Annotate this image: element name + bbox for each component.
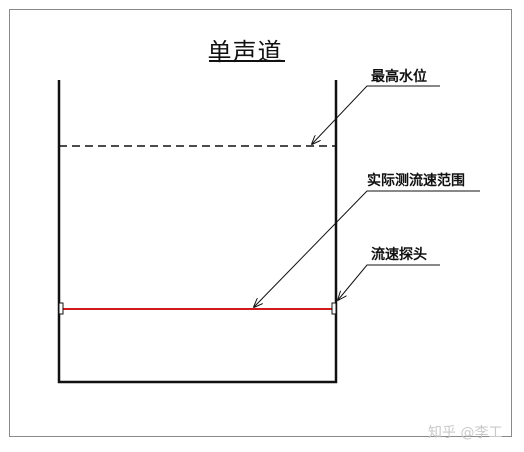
velocity-probe-label: 流速探头 xyxy=(371,247,427,263)
actual-velocity-range-label: 实际测流速范围 xyxy=(367,173,465,189)
right-probe xyxy=(331,302,337,315)
max-water-level-label: 最高水位 xyxy=(371,69,427,85)
diagram-frame xyxy=(9,9,512,437)
left-probe xyxy=(58,302,64,315)
velocity-range-leader xyxy=(254,190,480,307)
max-water-level-leader xyxy=(312,85,440,144)
title-underline xyxy=(209,60,285,62)
velocity-probe-leader xyxy=(338,264,440,300)
channel-outline xyxy=(57,80,338,384)
watermark: 知乎 @李工 xyxy=(428,425,503,441)
